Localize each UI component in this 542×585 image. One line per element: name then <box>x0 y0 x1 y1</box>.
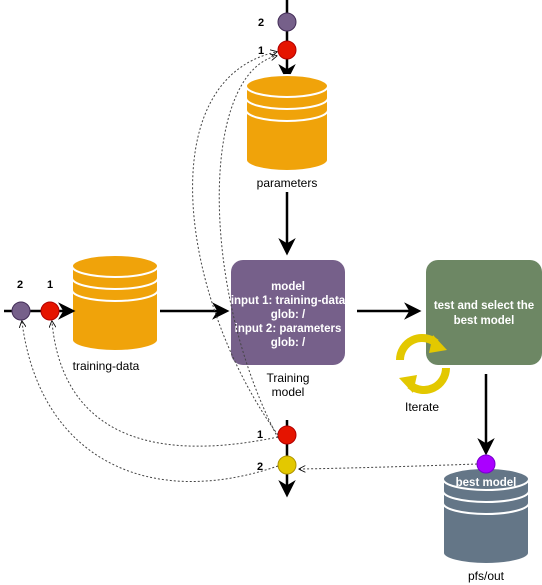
model-box <box>231 260 345 365</box>
model-box-line-1: model <box>271 281 305 293</box>
best-model-port <box>476 454 496 474</box>
bottom-port-1-label: 1 <box>257 429 263 441</box>
training-model-label-2: model <box>272 385 305 399</box>
top-port-1-label: 1 <box>258 45 264 57</box>
bottom-port-2-label: 2 <box>257 461 263 473</box>
left-port-1 <box>40 301 60 321</box>
left-port-2 <box>11 301 31 321</box>
model-box-line-4: input 2: parameters <box>235 323 342 335</box>
test-box-line-1: test and select the <box>434 300 534 312</box>
parameters-cylinder <box>245 74 329 172</box>
bottom-port-1 <box>277 425 297 445</box>
training-model-label-1: Training <box>267 371 310 385</box>
bottom-to-left-port-2-link <box>22 322 279 482</box>
left-port-1-label: 1 <box>47 279 53 291</box>
bottom-to-top-port-link-b <box>218 56 279 439</box>
iterate-label: Iterate <box>405 400 439 414</box>
model-box-line-5: glob: / <box>271 337 306 349</box>
model-box-line-2: input 1: training-data <box>231 295 346 307</box>
training-data-cylinder <box>71 254 159 352</box>
top-port-2-label: 2 <box>258 17 264 29</box>
bottom-to-top-port-link-a <box>192 52 279 436</box>
bottom-port-2 <box>277 455 297 475</box>
test-select-box <box>426 260 542 365</box>
bottom-to-left-port-1-link <box>52 322 279 447</box>
best-model-label: best model <box>456 477 517 489</box>
test-box-line-2: best model <box>454 315 515 327</box>
top-port-2 <box>277 12 297 32</box>
training-data-label: training-data <box>73 359 140 373</box>
left-port-2-label: 2 <box>17 279 23 291</box>
model-box-line-3: glob: / <box>271 309 306 321</box>
iterate-cycle-icon <box>395 333 451 395</box>
top-port-1 <box>277 40 297 60</box>
best-model-to-port-2-link <box>300 463 478 469</box>
pfs-out-label: pfs/out <box>468 569 505 583</box>
pfs-out-cylinder <box>442 467 530 565</box>
parameters-label: parameters <box>257 176 318 190</box>
